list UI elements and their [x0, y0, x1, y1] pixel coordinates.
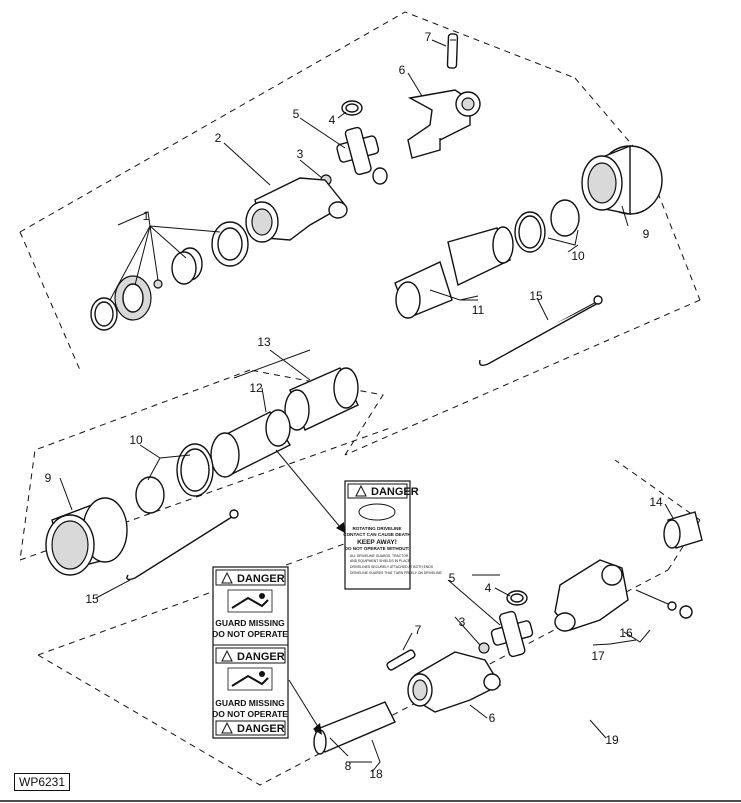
small-decal-bullet4: DRIVELINE GUARDS THAT TURN FREELY ON DRI…	[350, 571, 442, 575]
guard-cone-lower	[45, 497, 128, 576]
cross-bearing-lower	[490, 610, 534, 658]
callout-labels: 1 2 3 4 5 6 7 9 10 11 15 13 12 10 9 15 1…	[45, 30, 663, 781]
callout-10: 10	[129, 433, 143, 447]
inner-yoke-tube	[245, 177, 348, 243]
cross-bearing-upper	[336, 126, 388, 185]
small-decal-bullet1: ALL DRIVELINE GUARDS, TRACTOR	[350, 554, 409, 558]
hazard-pictogram-bottom	[227, 667, 273, 691]
callout-8: 8	[345, 759, 352, 773]
callout-7: 7	[415, 623, 422, 637]
callout-11: 11	[472, 303, 485, 317]
figure-code: WP6231	[14, 773, 71, 791]
leader-lines	[59, 39, 674, 773]
callout-16: 16	[619, 626, 633, 640]
large-decal-header-top: DANGER	[237, 573, 285, 585]
small-decal-line3: KEEP AWAY!	[357, 539, 397, 546]
small-decal-bullet3: DRIVELINES SECURELY ATTACHED AT BOTH END…	[350, 565, 434, 569]
callout-3: 3	[459, 615, 466, 629]
bushing	[663, 511, 703, 549]
danger-decal-large: DANGER GUARD MISSING DO NOT OPERATE DANG…	[212, 566, 322, 739]
callout-17: 17	[591, 649, 605, 663]
callout-7: 7	[425, 30, 432, 44]
callout-19: 19	[605, 733, 619, 747]
yoke-lower-right	[554, 559, 629, 632]
grease-fitting-lower	[478, 642, 490, 654]
snap-ring-lower	[506, 590, 528, 606]
roll-pin-upper	[446, 33, 459, 69]
guard-bearing-upper	[514, 199, 580, 253]
callout-4: 4	[329, 113, 336, 127]
inner-shaft-tube	[313, 701, 396, 755]
small-decal-line1: ROTATING DRIVELINE	[352, 526, 401, 531]
bolt-nut	[635, 589, 693, 619]
callout-6: 6	[399, 63, 406, 77]
callout-3: 3	[297, 147, 304, 161]
callout-2: 2	[215, 131, 222, 145]
callout-9: 9	[45, 471, 52, 485]
callout-15: 15	[85, 592, 99, 606]
callout-14: 14	[649, 495, 663, 509]
callout-4: 4	[485, 581, 492, 595]
guard-bearing-sleeve	[210, 409, 291, 478]
small-decal-bullet2: AND EQUIPMENT SHIELDS IN PLACE	[350, 559, 411, 563]
small-decal-line2: CONTACT CAN CAUSE DEATH	[343, 532, 411, 537]
callout-10: 10	[571, 249, 585, 263]
large-decal-text-b2: DO NOT OPERATE	[212, 709, 288, 719]
outer-tube	[284, 367, 359, 431]
callout-18: 18	[369, 767, 383, 781]
guard-bearing-lower	[135, 443, 214, 514]
callout-13: 13	[257, 335, 271, 349]
danger-decal-small: DANGER ROTATING DRIVELINE CONTACT CAN CA…	[275, 449, 442, 590]
safety-chain-upper	[478, 295, 603, 367]
large-decal-text-b1: GUARD MISSING	[215, 698, 285, 708]
snap-ring-upper	[341, 100, 363, 116]
callout-6: 6	[489, 711, 496, 725]
guard-tubes-upper	[394, 226, 514, 319]
callout-12: 12	[249, 381, 263, 395]
large-decal-text-a1: GUARD MISSING	[215, 618, 285, 628]
large-decal-header-bottom: DANGER	[237, 723, 285, 735]
callout-15: 15	[529, 289, 543, 303]
collar-kit	[90, 221, 249, 331]
large-decal-header-mid: DANGER	[237, 651, 285, 663]
safety-chain-lower	[126, 509, 239, 581]
yoke-lower	[407, 651, 501, 713]
hazard-pictogram-top	[227, 589, 273, 613]
callout-5: 5	[449, 571, 456, 585]
yoke-upper	[407, 89, 481, 159]
large-decal-text-a2: DO NOT OPERATE	[212, 629, 288, 639]
assembly-outline-upper	[19, 11, 701, 561]
roll-pin-lower	[386, 649, 416, 671]
callout-1: 1	[143, 209, 150, 223]
small-decal-header: DANGER	[371, 486, 419, 498]
guard-cone-upper	[581, 144, 663, 215]
callout-5: 5	[293, 107, 300, 121]
small-decal-line4: DO NOT OPERATE WITHOUT:	[345, 546, 410, 551]
callout-9: 9	[643, 227, 650, 241]
